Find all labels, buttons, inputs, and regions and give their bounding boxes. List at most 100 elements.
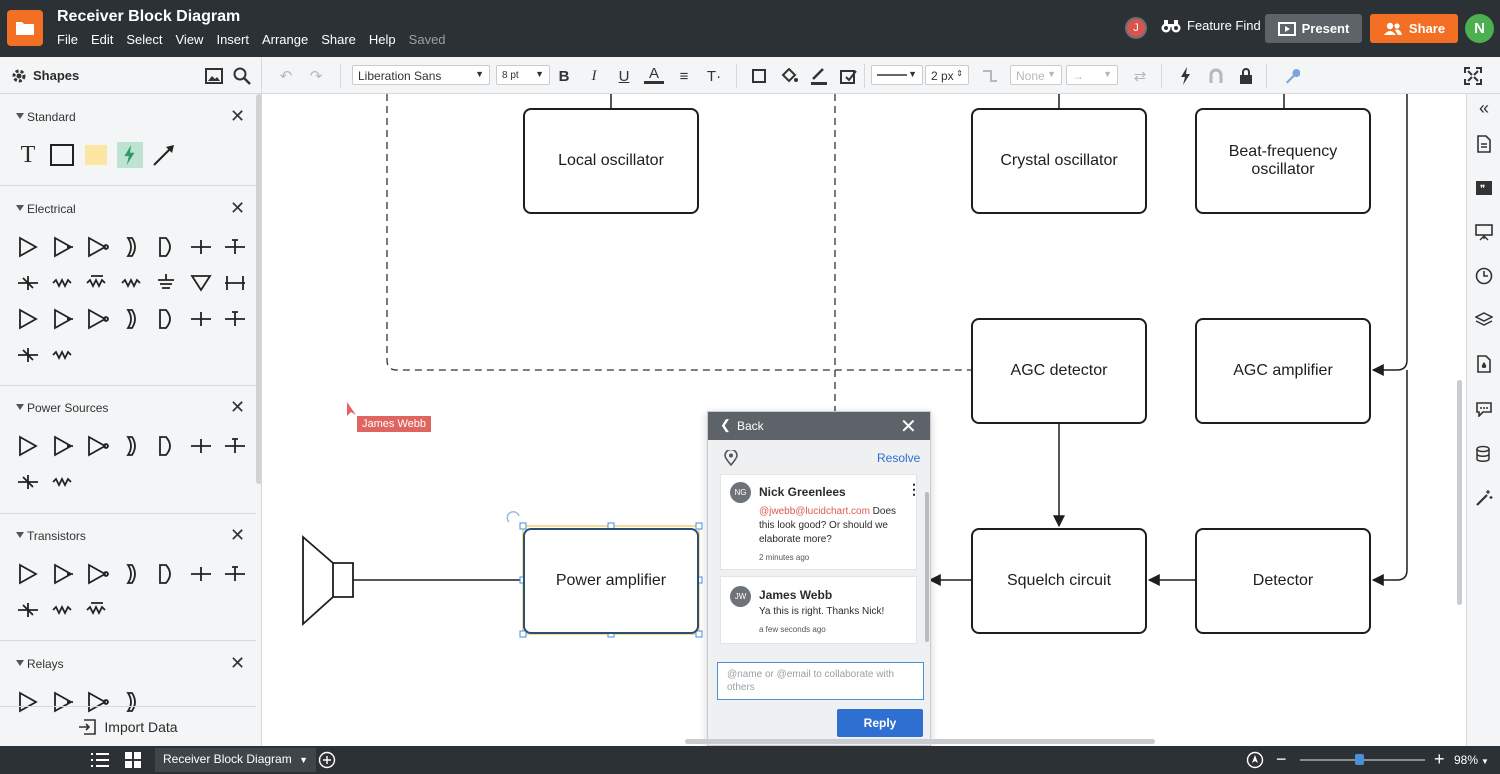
igbt-symbol[interactable]: [222, 561, 248, 587]
collapse-panel-icon[interactable]: «: [1478, 97, 1489, 118]
page-tab[interactable]: Receiver Block Diagram ▼: [155, 748, 316, 772]
current-source-symbol[interactable]: [50, 433, 76, 459]
resistor-symbol[interactable]: [50, 270, 76, 296]
magnet-icon[interactable]: [1206, 66, 1226, 86]
section-transistors-header[interactable]: Transistors ✕: [0, 521, 256, 551]
canvas-horizontal-scrollbar[interactable]: [685, 739, 1155, 744]
presentation-icon[interactable]: [1474, 222, 1494, 242]
diagram-canvas[interactable]: Local oscillator Crystal oscillator Beat…: [263, 94, 1466, 746]
zoom-in-icon[interactable]: +: [1434, 749, 1445, 769]
inverter-symbol[interactable]: [84, 234, 110, 260]
image-icon[interactable]: [204, 66, 224, 86]
undo-icon[interactable]: ↶: [279, 68, 293, 85]
quote-icon[interactable]: ❞: [1474, 178, 1494, 198]
redo-icon[interactable]: ↷: [309, 68, 323, 85]
rectangle-shape[interactable]: [49, 142, 75, 168]
line-width-select[interactable]: 2 px⇕: [925, 65, 969, 85]
speaker-symbol[interactable]: [153, 306, 179, 332]
buffer-symbol[interactable]: [50, 234, 76, 260]
comment-scrollbar[interactable]: [925, 492, 929, 642]
comments-icon[interactable]: [1474, 399, 1494, 419]
line-color-icon[interactable]: [809, 66, 829, 86]
text-options-icon[interactable]: T·: [706, 67, 722, 85]
node-agc-detector[interactable]: AGC detector: [971, 318, 1147, 424]
npn-transistor-symbol[interactable]: [15, 561, 41, 587]
back-button[interactable]: Back: [737, 419, 764, 433]
border-icon[interactable]: [749, 66, 769, 86]
switch-open-symbol[interactable]: [84, 306, 110, 332]
reply-button[interactable]: Reply: [837, 709, 923, 737]
dependent-source-symbol[interactable]: [119, 433, 145, 459]
bold-icon[interactable]: B: [558, 67, 570, 85]
mosfet-p-symbol[interactable]: [188, 561, 214, 587]
controlled-source-symbol[interactable]: [153, 433, 179, 459]
present-button[interactable]: Present: [1265, 14, 1362, 43]
wire-symbol[interactable]: [15, 306, 41, 332]
close-icon[interactable]: ✕: [230, 198, 246, 218]
switch-symbol[interactable]: [50, 306, 76, 332]
or-gate-symbol[interactable]: [119, 234, 145, 260]
node-beat-frequency-oscillator[interactable]: Beat-frequency oscillator: [1195, 108, 1371, 214]
menu-edit[interactable]: Edit: [90, 32, 114, 47]
style-icon[interactable]: [839, 66, 859, 86]
ujt-symbol[interactable]: [84, 597, 110, 623]
close-icon[interactable]: ✕: [230, 397, 246, 417]
collaborator-avatar[interactable]: J: [1125, 17, 1147, 39]
menu-insert[interactable]: Insert: [216, 32, 249, 47]
darlington-symbol[interactable]: [50, 597, 76, 623]
node-agc-amplifier[interactable]: AGC amplifier: [1195, 318, 1371, 424]
jfet-n-symbol[interactable]: [84, 561, 110, 587]
fuse-symbol[interactable]: [50, 342, 76, 368]
history-clock-icon[interactable]: [1474, 266, 1494, 286]
phototransistor-symbol[interactable]: [15, 597, 41, 623]
swap-arrows-icon[interactable]: ⇄: [1133, 68, 1147, 85]
menu-arrange[interactable]: Arrange: [261, 32, 309, 47]
variable-resistor-symbol[interactable]: [84, 270, 110, 296]
capacitor-symbol[interactable]: [188, 234, 214, 260]
node-local-oscillator[interactable]: Local oscillator: [523, 108, 699, 214]
relay-dpdt-symbol[interactable]: [119, 689, 145, 715]
menu-view[interactable]: View: [175, 32, 204, 47]
node-power-amplifier[interactable]: Power amplifier: [523, 528, 699, 634]
pnp-transistor-symbol[interactable]: [50, 561, 76, 587]
inductor-symbol[interactable]: [119, 270, 145, 296]
line-style-select[interactable]: ▼: [871, 65, 923, 85]
meter-symbol[interactable]: [188, 306, 214, 332]
page-list-icon[interactable]: [90, 751, 110, 772]
line-shape[interactable]: [151, 142, 177, 168]
data-fill-icon[interactable]: [1474, 354, 1494, 374]
battery-symbol[interactable]: [188, 433, 214, 459]
chevron-left-icon[interactable]: ❮: [720, 417, 731, 432]
document-title[interactable]: Receiver Block Diagram: [57, 8, 241, 25]
crystal-symbol[interactable]: [222, 270, 248, 296]
mention-link[interactable]: @jwebb@lucidchart.com: [759, 506, 870, 517]
section-power-sources-header[interactable]: Power Sources ✕: [0, 393, 256, 423]
variable-capacitor-symbol[interactable]: [222, 234, 248, 260]
lamp-symbol[interactable]: [15, 342, 41, 368]
search-icon[interactable]: [232, 66, 252, 86]
align-icon[interactable]: ≡: [679, 67, 689, 85]
zoom-out-icon[interactable]: −: [1276, 749, 1287, 769]
section-standard-header[interactable]: Standard ✕: [0, 102, 256, 132]
node-crystal-oscillator[interactable]: Crystal oscillator: [971, 108, 1147, 214]
wrench-icon[interactable]: [1282, 66, 1302, 86]
zoom-level[interactable]: 98%▼: [1454, 753, 1489, 767]
menu-select[interactable]: Select: [126, 32, 163, 47]
close-icon[interactable]: ✕: [230, 106, 246, 126]
note-shape[interactable]: [83, 142, 109, 168]
documents-folder-icon[interactable]: [7, 10, 43, 46]
arrow-end-select[interactable]: →▼: [1066, 65, 1118, 85]
ground-symbol[interactable]: [153, 270, 179, 296]
amplifier-symbol[interactable]: [15, 234, 41, 260]
page-icon[interactable]: [1474, 134, 1494, 154]
import-data-button[interactable]: Import Data: [0, 706, 256, 746]
zener-symbol[interactable]: [222, 306, 248, 332]
user-avatar[interactable]: N: [1465, 14, 1494, 43]
arrow-start-select[interactable]: None▼: [1010, 65, 1062, 85]
more-options-icon[interactable]: ⋮: [907, 481, 921, 497]
font-family-select[interactable]: Liberation Sans▼: [352, 65, 490, 85]
menu-file[interactable]: File: [57, 32, 78, 47]
font-color-icon[interactable]: A: [644, 65, 664, 84]
database-icon[interactable]: [1474, 444, 1494, 464]
navigate-icon[interactable]: [1246, 751, 1264, 772]
